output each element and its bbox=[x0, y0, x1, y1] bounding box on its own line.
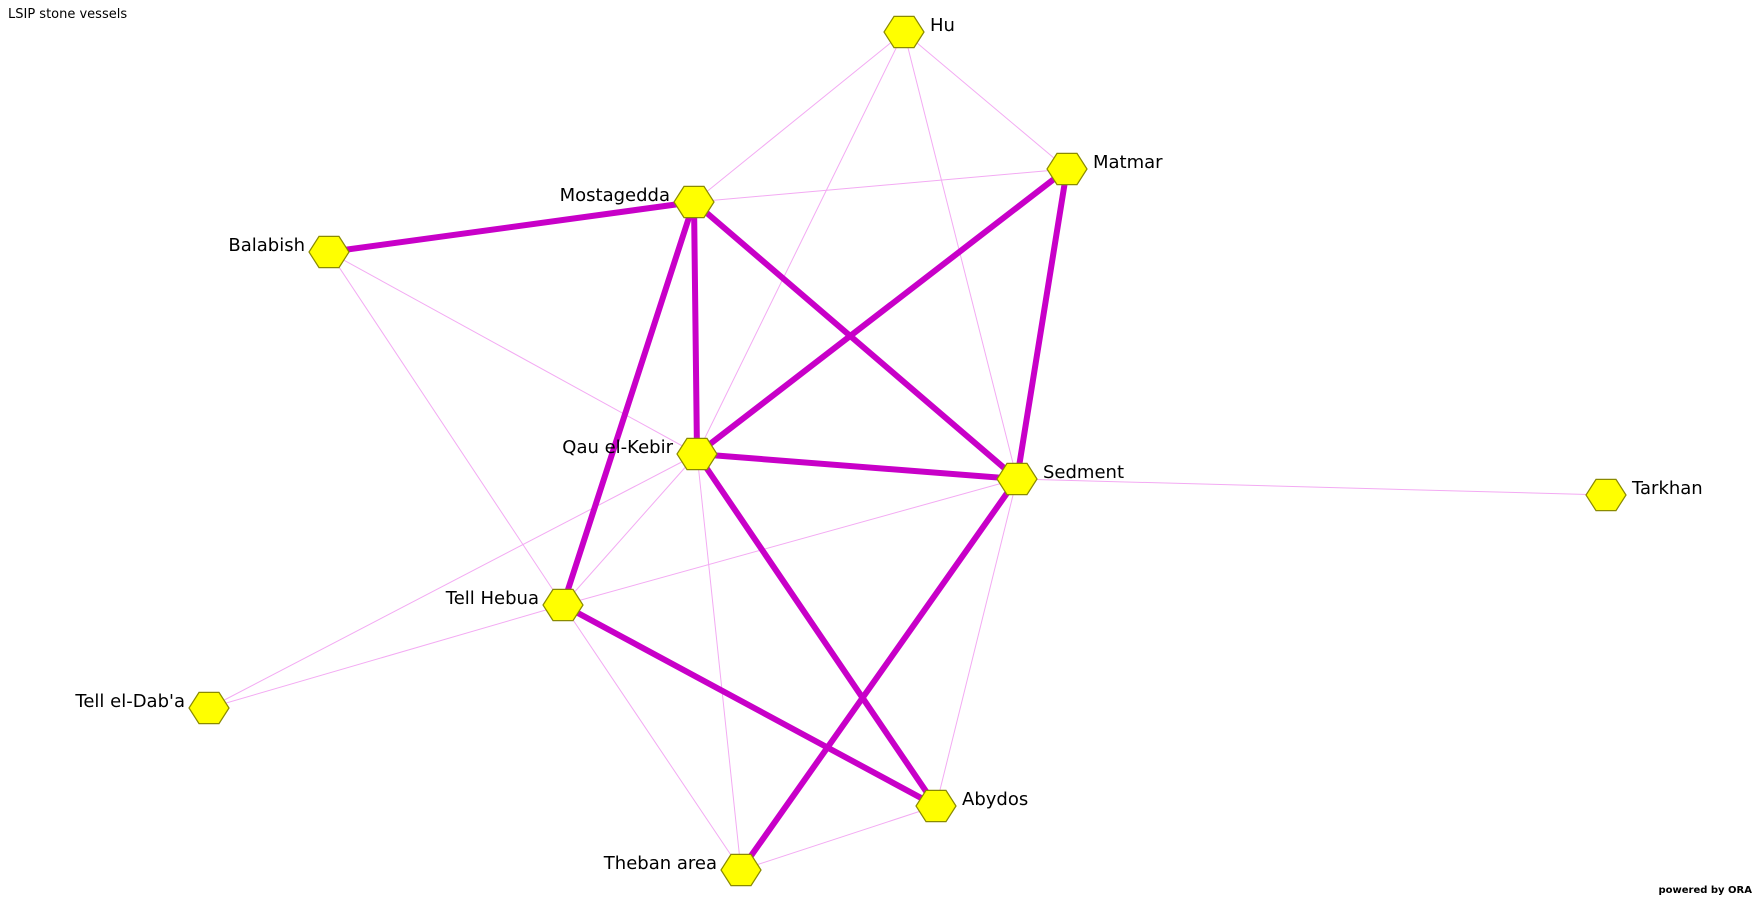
edge-mostagedda-sedment bbox=[691, 199, 1020, 482]
edge-balabish-tellhebua bbox=[328, 251, 564, 606]
edge-sedment-abydos bbox=[935, 478, 1018, 807]
diagram-title: LSIP stone vessels bbox=[8, 7, 128, 22]
node-label-matmar: Matmar bbox=[1093, 152, 1163, 173]
edge-hu-qau bbox=[696, 31, 905, 455]
edge-mostagedda-matmar bbox=[693, 168, 1068, 203]
node-tellhebua[interactable]: Tell Hebua bbox=[445, 588, 584, 622]
edge-sedment-theban bbox=[738, 476, 1020, 873]
edge-sedment-tarkhan bbox=[1016, 478, 1607, 496]
node-label-mostagedda: Mostagedda bbox=[560, 185, 670, 206]
node-label-telldaba: Tell el-Dab'a bbox=[74, 691, 185, 712]
edge-abydos-theban bbox=[740, 805, 937, 871]
edge-qau-telldaba bbox=[208, 453, 698, 709]
node-mostagedda[interactable]: Mostagedda bbox=[560, 185, 715, 219]
node-sedment[interactable]: Sedment bbox=[996, 462, 1124, 496]
node-hexagon-icon[interactable] bbox=[542, 588, 584, 622]
node-hexagon-icon[interactable] bbox=[915, 789, 957, 823]
edge-hu-mostagedda bbox=[693, 31, 905, 203]
node-label-qau: Qau el-Kebir bbox=[562, 437, 673, 458]
node-hexagon-icon[interactable] bbox=[1585, 478, 1627, 512]
node-hexagon-icon[interactable] bbox=[308, 235, 350, 269]
node-label-abydos: Abydos bbox=[962, 789, 1028, 810]
node-label-hu: Hu bbox=[930, 15, 955, 36]
node-tarkhan[interactable]: Tarkhan bbox=[1585, 478, 1703, 512]
node-hexagon-icon[interactable] bbox=[883, 15, 925, 49]
node-theban[interactable]: Theban area bbox=[603, 853, 762, 887]
node-matmar[interactable]: Matmar bbox=[1046, 152, 1163, 186]
node-label-tellhebua: Tell Hebua bbox=[445, 588, 539, 609]
edge-tellhebua-theban bbox=[562, 604, 742, 871]
node-telldaba[interactable]: Tell el-Dab'a bbox=[74, 691, 230, 725]
node-abydos[interactable]: Abydos bbox=[915, 789, 1028, 823]
edge-tellhebua-telldaba bbox=[208, 604, 564, 709]
node-label-balabish: Balabish bbox=[228, 235, 305, 256]
edge-mostagedda-tellhebua bbox=[560, 199, 697, 608]
credit-text: powered by ORA bbox=[1658, 885, 1752, 896]
node-hexagon-icon[interactable] bbox=[996, 462, 1038, 496]
node-hexagon-icon[interactable] bbox=[720, 853, 762, 887]
node-hexagon-icon[interactable] bbox=[673, 185, 715, 219]
edge-matmar-qau bbox=[694, 166, 1070, 457]
edge-tellhebua-abydos bbox=[560, 602, 939, 809]
edge-balabish-mostagedda bbox=[326, 199, 697, 255]
node-hu[interactable]: Hu bbox=[883, 15, 955, 49]
edge-qau-tellhebua bbox=[562, 453, 698, 606]
edge-hu-matmar bbox=[903, 31, 1068, 170]
node-qau[interactable]: Qau el-Kebir bbox=[562, 437, 718, 471]
node-hexagon-icon[interactable] bbox=[188, 691, 230, 725]
edge-qau-abydos bbox=[694, 451, 939, 809]
node-label-sedment: Sedment bbox=[1043, 462, 1124, 483]
edge-qau-theban bbox=[696, 453, 742, 871]
edge-matmar-sedment bbox=[1014, 166, 1070, 482]
edge-mostagedda-qau bbox=[691, 199, 700, 457]
node-label-theban: Theban area bbox=[603, 853, 717, 874]
node-hexagon-icon[interactable] bbox=[1046, 152, 1088, 186]
node-label-tarkhan: Tarkhan bbox=[1631, 478, 1703, 499]
edge-hu-sedment bbox=[903, 31, 1018, 480]
edges-layer bbox=[208, 31, 1607, 873]
edge-balabish-qau bbox=[328, 251, 698, 455]
edge-qau-sedment bbox=[694, 451, 1020, 482]
node-hexagon-icon[interactable] bbox=[676, 437, 718, 471]
node-balabish[interactable]: Balabish bbox=[228, 235, 350, 269]
edge-sedment-tellhebua bbox=[562, 478, 1018, 606]
